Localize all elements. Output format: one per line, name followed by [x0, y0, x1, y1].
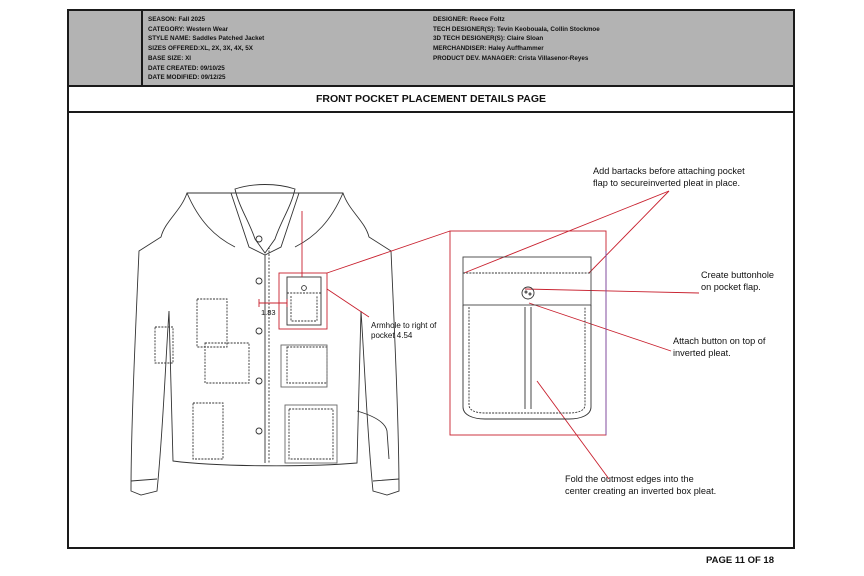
button-note: Attach button on top of inverted pleat.	[673, 336, 766, 358]
patch	[280, 344, 328, 388]
merchandiser-field: MERCHANDISER: Haley Auffhammer	[433, 45, 544, 53]
date-created-field: DATE CREATED: 09/10/25	[148, 64, 225, 72]
placket-button	[255, 377, 263, 385]
sizes-field: SIZES OFFERED:XL, 2X, 3X, 4X, 5X	[148, 45, 253, 53]
season-field: SEASON: Fall 2025	[148, 16, 206, 23]
style-name-field: STYLE NAME: Saddles Patched Jacket	[148, 35, 265, 43]
dimension-line-horizontal	[258, 299, 288, 307]
header-right-column: DESIGNER: Reece Foltz TECH DESIGNER(S): …	[433, 15, 600, 64]
placket-button	[255, 327, 263, 335]
pocket-highlight-box	[278, 272, 328, 330]
patch	[154, 326, 174, 364]
bartack-note: Add bartacks before attaching pocket fla…	[593, 166, 745, 188]
bartack-leader	[588, 190, 670, 274]
header-left-column: SEASON: Fall 2025 CATEGORY: Western Wear…	[148, 15, 264, 83]
patch	[204, 342, 250, 384]
placket-button	[255, 235, 263, 243]
placket-button	[255, 427, 263, 435]
patch	[286, 346, 328, 384]
page-number: PAGE 11 OF 18	[706, 555, 774, 566]
header-panel: SEASON: Fall 2025 CATEGORY: Western Wear…	[69, 11, 793, 87]
patch	[192, 402, 224, 460]
date-modified-field: DATE MODIFIED: 09/12/25	[148, 74, 226, 82]
fold-leader	[536, 380, 610, 480]
button-leader	[528, 302, 672, 352]
page-title: FRONT POCKET PLACEMENT DETAILS PAGE	[69, 87, 793, 113]
designer-field: DESIGNER: Reece Foltz	[433, 16, 505, 23]
logo-cell	[69, 11, 143, 85]
pocket-flap	[462, 256, 592, 306]
patch	[284, 404, 338, 464]
raglan-seam-left	[186, 192, 236, 248]
tech-designer-field: TECH DESIGNER(S): Tevin Keobouala, Colli…	[433, 25, 600, 33]
buttonhole-leader	[524, 288, 700, 294]
inverted-pleat	[524, 307, 532, 409]
technical-drawing	[130, 184, 700, 496]
chest-pocket	[286, 276, 322, 326]
collar-outline	[234, 184, 296, 254]
3d-tech-designer-field: 3D TECH DESIGNER(S): Claire Sloan	[433, 35, 544, 43]
category-field: CATEGORY: Western Wear	[148, 25, 229, 33]
bartack-leader	[463, 190, 670, 274]
armhole-note: Armhole to right of pocket 4.54	[371, 321, 437, 340]
pocket-body	[462, 305, 592, 420]
fold-note: Fold the outmost edges into the center c…	[565, 474, 717, 496]
buttonhole-note: Create buttonhole on pocket flap.	[701, 270, 775, 292]
dimension-label: 1.83	[261, 308, 276, 317]
spec-sheet: SEASON: Fall 2025 CATEGORY: Western Wear…	[67, 9, 795, 549]
base-size-field: BASE SIZE: Xl	[148, 54, 192, 62]
jacket-body-outline	[130, 192, 400, 496]
pocket-detail-box	[449, 230, 607, 436]
patch	[288, 408, 334, 460]
product-dev-manager-field: PRODUCT DEV. MANAGER: Crista Villasenor-…	[433, 54, 589, 62]
raglan-seam-right	[294, 192, 344, 248]
placket-button	[255, 277, 263, 285]
pocket-button	[521, 286, 535, 300]
patch	[196, 298, 228, 348]
